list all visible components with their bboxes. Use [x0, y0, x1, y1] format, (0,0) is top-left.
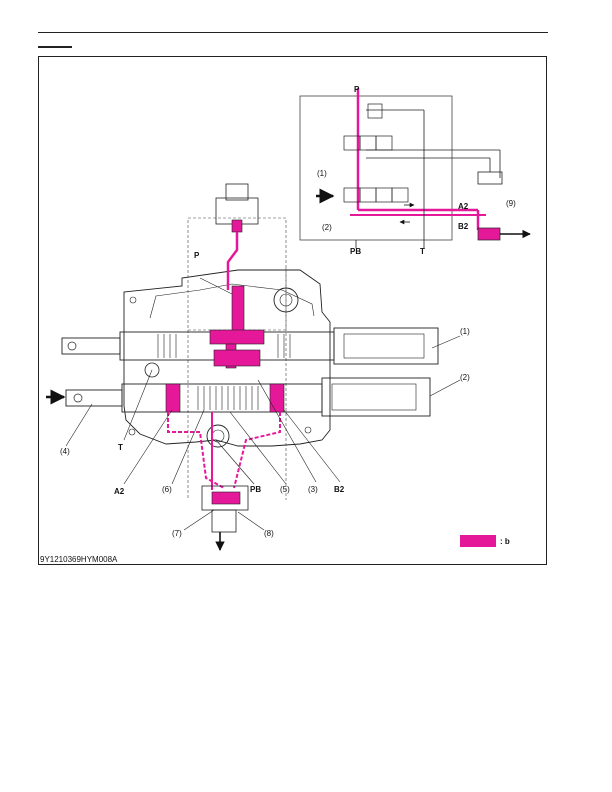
label-PB-main: PB — [250, 485, 261, 494]
label-1-schematic: (1) — [317, 169, 327, 178]
label-5: (5) — [280, 485, 290, 494]
valve-body — [123, 269, 331, 448]
spool-2 — [65, 377, 431, 417]
label-6: (6) — [162, 485, 172, 494]
label-2: (2) — [460, 373, 470, 382]
header-rule — [38, 32, 548, 33]
legend-swatch — [460, 535, 496, 547]
figure-code: 9Y1210369HYM008A — [40, 555, 118, 564]
label-A2-main: A2 — [114, 487, 125, 496]
top-fitting — [215, 183, 259, 233]
label-8: (8) — [264, 529, 274, 538]
label-7: (7) — [172, 529, 182, 538]
label-2-schematic: (2) — [322, 223, 332, 232]
label-P-schematic: P — [354, 85, 360, 94]
legend-text: : b — [500, 537, 510, 546]
label-B2-main: B2 — [334, 485, 345, 494]
label-3: (3) — [308, 485, 318, 494]
figure-frame — [38, 56, 547, 565]
label-PB-schematic: PB — [350, 247, 361, 256]
label-1: (1) — [460, 327, 470, 336]
label-9: (9) — [506, 199, 516, 208]
schematic-inset — [299, 88, 531, 248]
label-T-main: T — [118, 443, 123, 452]
label-B2-schematic: B2 — [458, 222, 469, 231]
pressure-flow-path — [165, 285, 285, 505]
label-4: (4) — [60, 447, 70, 456]
label-A2-schematic: A2 — [458, 202, 469, 211]
bottom-fitting — [201, 485, 249, 551]
label-T-schematic: T — [420, 247, 425, 256]
label-P-main: P — [194, 251, 200, 260]
header-tab-rule — [38, 46, 72, 48]
